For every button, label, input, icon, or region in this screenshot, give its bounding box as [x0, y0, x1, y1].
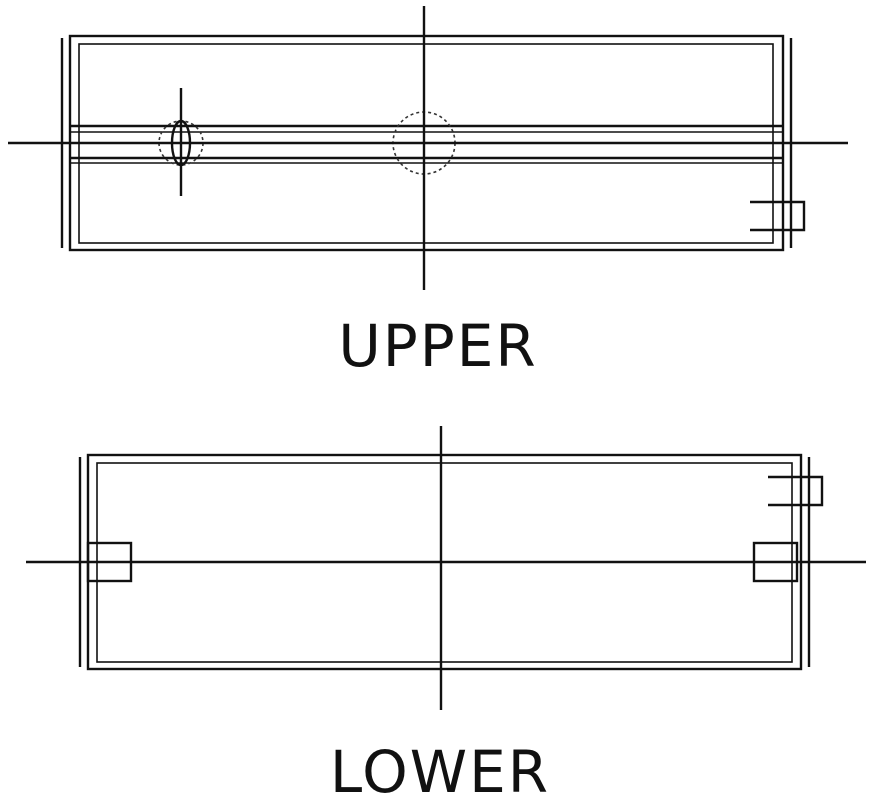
lower-shell	[26, 426, 866, 710]
lower-label: LOWER	[330, 738, 550, 800]
upper-locating-tab	[750, 200, 806, 232]
upper-label: UPPER	[338, 312, 537, 380]
upper-oil-groove	[69, 124, 783, 164]
lower-locating-tab	[768, 475, 824, 507]
upper-shell	[8, 6, 848, 290]
